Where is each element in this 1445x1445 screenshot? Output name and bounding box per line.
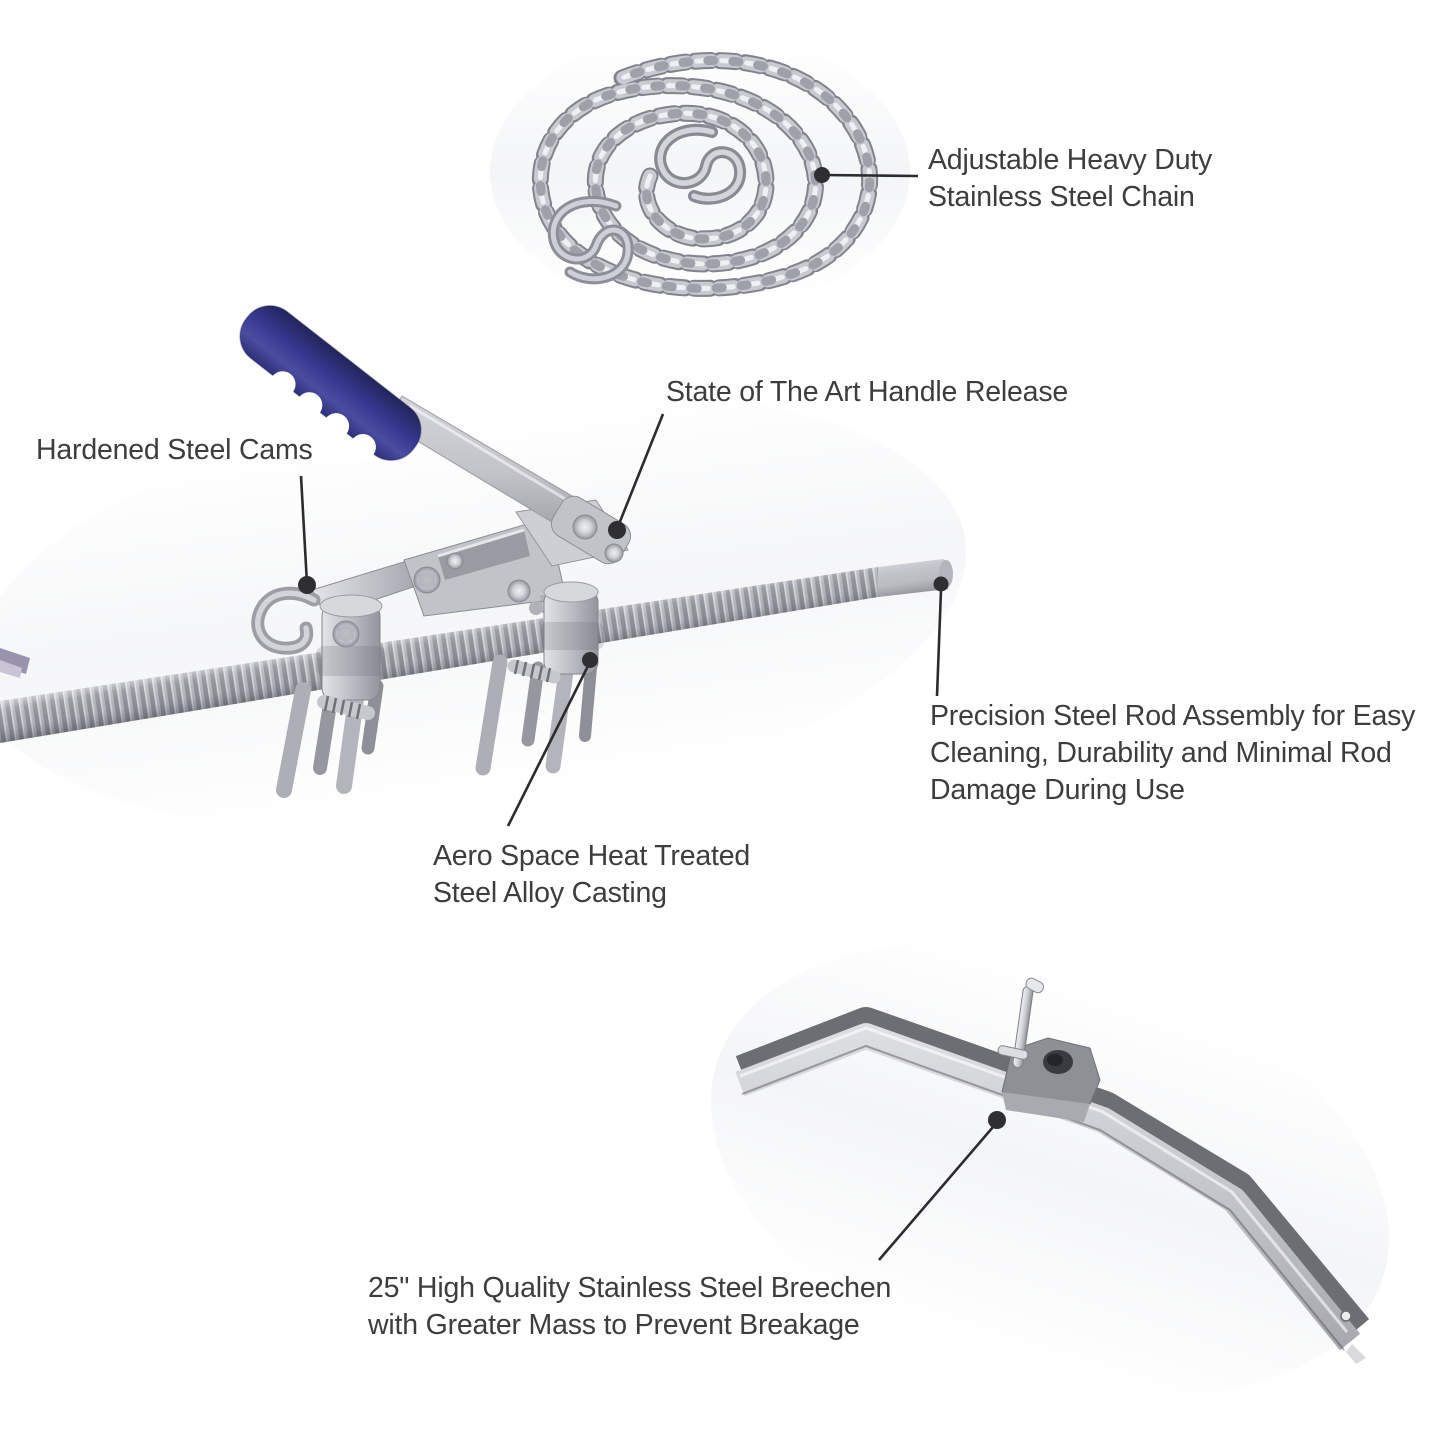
chain-center-hook <box>654 123 746 205</box>
leader-lines <box>299 173 994 1261</box>
dot-rod <box>933 576 949 592</box>
blue-grip <box>239 305 422 461</box>
label-handle-release: State of The Art Handle Release <box>666 376 1069 408</box>
label-chain: Adjustable Heavy Duty Stainless Steel Ch… <box>928 144 1213 213</box>
leader-chain <box>821 173 919 178</box>
label-breechen: 25" High Quality Stainless Steel Breeche… <box>368 1272 892 1341</box>
dot-chain <box>814 167 830 183</box>
leader-breechen <box>878 1126 994 1261</box>
threaded-rod <box>0 559 953 743</box>
handle-pivot <box>550 495 632 565</box>
chain-photo <box>531 52 879 297</box>
breechen-photo <box>735 977 1370 1364</box>
clamp-left <box>276 594 386 798</box>
leader-casting <box>506 663 591 827</box>
hub-pin <box>997 977 1045 1069</box>
cam-hook <box>251 586 321 655</box>
chain-end-hook <box>547 196 634 285</box>
dot-cams <box>298 576 316 594</box>
leader-cams <box>299 475 309 585</box>
dot-breechen <box>988 1111 1006 1129</box>
rod-left-tip <box>0 648 30 678</box>
dot-handle <box>608 521 626 539</box>
puller-photo <box>0 305 953 798</box>
label-rod-assembly: Precision Steel Rod Assembly for Easy Cl… <box>930 700 1416 806</box>
leader-rod <box>935 589 943 697</box>
leader-handle <box>615 413 665 530</box>
dot-casting <box>582 652 598 668</box>
label-casting: Aero Space Heat Treated Steel Alloy Cast… <box>433 840 751 909</box>
casting-bolts <box>413 552 531 603</box>
label-cams: Hardened Steel Cams <box>36 434 313 466</box>
leader-dots <box>298 167 1006 1129</box>
clamp-right <box>475 581 604 776</box>
